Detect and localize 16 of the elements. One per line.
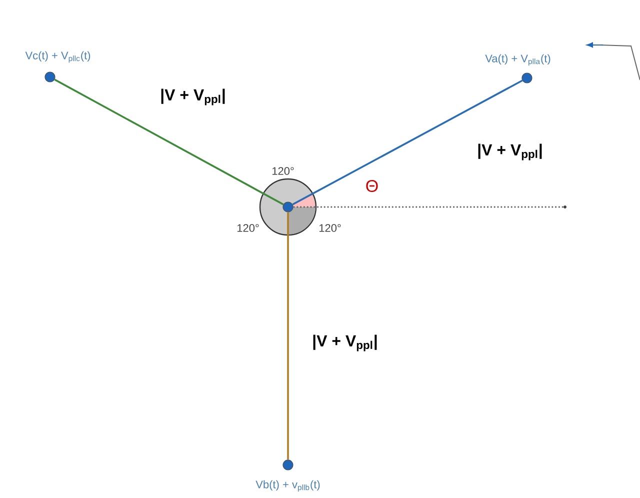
connector-line (292, 80, 523, 206)
connector-line (293, 206, 564, 208)
point-label: Va(t) + V$_{plla}$(t) (485, 54, 550, 84)
angle-label: 120° (237, 224, 259, 232)
point (564, 206, 566, 208)
edge-label: |V + V$_{ppl}$| (311, 334, 379, 352)
edge-label: |V + V$_{ppl}$| (159, 88, 227, 106)
angle-symbol: Θ (366, 180, 378, 192)
connector-line (287, 212, 289, 460)
point-label: Vb(t) + v$_{pllb}$(t) (256, 460, 320, 492)
point-label: Vc(t) + V$_{pllc}$(t) (25, 51, 90, 82)
edge-label: |V + V$_{ppl}$| (476, 142, 544, 162)
angle-label: 120° (272, 167, 294, 175)
point (282, 202, 294, 212)
angle-label: 120° (319, 224, 341, 232)
connector-line (54, 78, 284, 206)
